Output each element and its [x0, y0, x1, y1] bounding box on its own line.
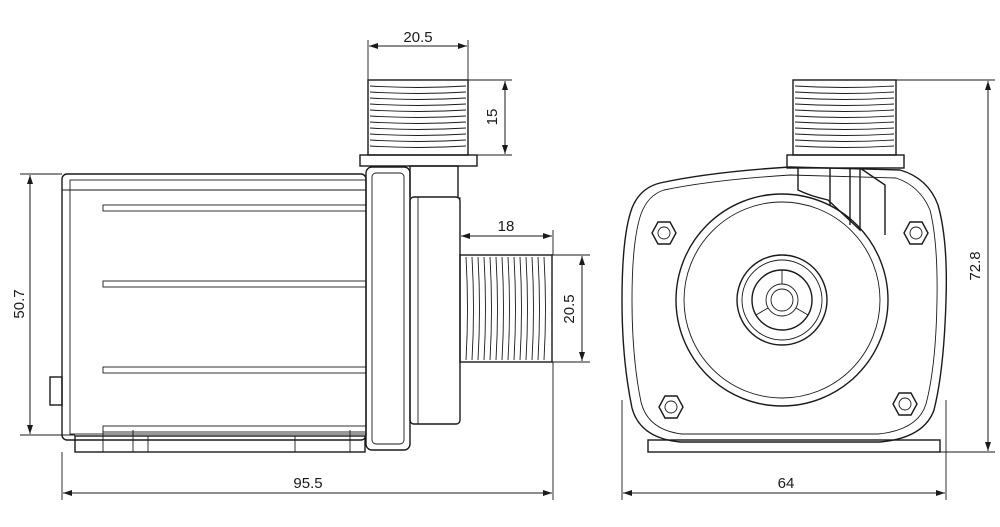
thread-ridge	[794, 127, 895, 130]
dim-front-width: 64	[621, 400, 947, 500]
thread-ridge	[513, 256, 516, 361]
dim-overall-height: 72.8	[896, 79, 995, 453]
thread-ridge	[369, 103, 467, 106]
thread-ridge	[369, 139, 467, 142]
outlet-height-label: 15	[484, 109, 501, 126]
front-width-label: 64	[778, 475, 795, 492]
thread-ridge	[537, 256, 540, 361]
thread-ridge	[794, 85, 895, 88]
thread-ridge	[794, 139, 895, 142]
front-view: 72.8 64	[621, 79, 995, 500]
thread-ridge	[369, 133, 467, 136]
inlet-thread	[465, 256, 546, 361]
outlet-fitting	[359, 79, 478, 197]
thread-ridge	[471, 256, 474, 361]
front-housing	[621, 166, 948, 443]
inlet-length-label: 18	[498, 218, 515, 235]
thread-ridge	[369, 109, 467, 112]
thread-ridge	[794, 91, 895, 94]
screw-bottom-left	[658, 395, 684, 419]
inlet-diameter-label: 20.5	[561, 294, 578, 323]
screw-top-right	[903, 221, 929, 245]
front-outlet	[786, 79, 905, 235]
dim-body-height: 50.7	[11, 173, 75, 436]
thread-ridge	[477, 256, 480, 361]
side-view: 95.5 50.7 20.5 15 18	[11, 29, 590, 500]
thread-ridge	[794, 115, 895, 118]
thread-ridge	[507, 256, 510, 361]
thread-ridge	[501, 256, 504, 361]
thread-ridge	[531, 256, 534, 361]
outlet-width-label: 20.5	[403, 29, 432, 46]
pump-head	[365, 166, 461, 451]
thread-ridge	[369, 85, 467, 88]
body-height-label: 50.7	[11, 289, 28, 318]
motor-body	[49, 173, 367, 453]
volute	[675, 193, 889, 407]
front-outlet-thread	[794, 85, 895, 148]
dim-overall-length: 95.5	[61, 362, 554, 500]
screw-bottom-right	[892, 392, 918, 416]
thread-ridge	[465, 256, 468, 361]
thread-ridge	[369, 97, 467, 100]
dim-outlet-width: 20.5	[367, 29, 469, 80]
thread-ridge	[495, 256, 498, 361]
screw-top-left	[651, 221, 677, 245]
thread-ridge	[794, 133, 895, 136]
front-base	[647, 439, 941, 453]
thread-ridge	[483, 256, 486, 361]
thread-ridge	[369, 91, 467, 94]
thread-ridge	[794, 121, 895, 124]
inlet-fitting	[459, 254, 553, 363]
thread-ridge	[794, 109, 895, 112]
dim-inlet-length: 18	[459, 197, 554, 255]
thread-ridge	[519, 256, 522, 361]
thread-ridge	[543, 256, 546, 361]
overall-height-label: 72.8	[967, 251, 984, 280]
mounting-screws	[651, 221, 929, 419]
thread-ridge	[369, 145, 467, 148]
thread-ridge	[794, 145, 895, 148]
thread-ridge	[369, 127, 467, 130]
thread-ridge	[525, 256, 528, 361]
thread-ridge	[369, 115, 467, 118]
thread-ridge	[794, 103, 895, 106]
outlet-thread	[369, 85, 467, 148]
cooling-fins	[102, 204, 367, 433]
dim-outlet-height: 15	[468, 79, 512, 156]
thread-ridge	[369, 121, 467, 124]
overall-length-label: 95.5	[293, 475, 322, 492]
thread-ridge	[489, 256, 492, 361]
dim-inlet-diameter: 20.5	[552, 254, 590, 363]
thread-ridge	[794, 97, 895, 100]
